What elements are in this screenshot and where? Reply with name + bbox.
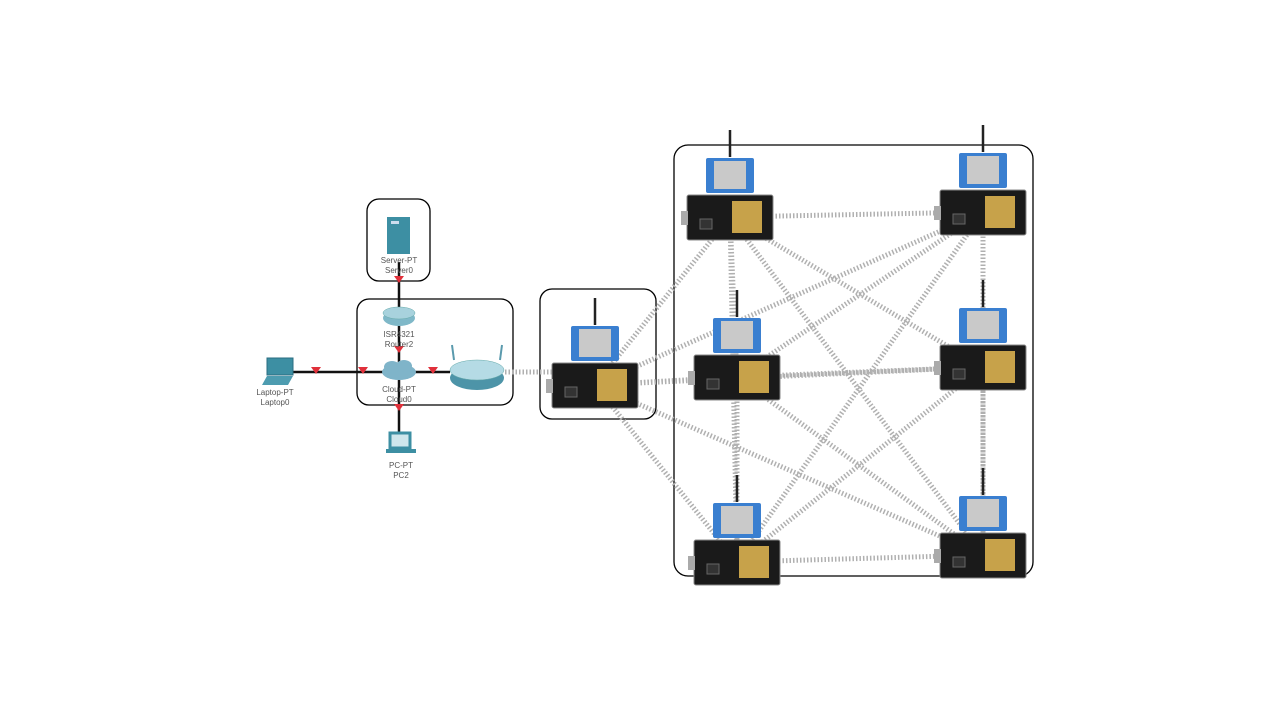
esp32-board-icon	[934, 344, 1027, 391]
wireless-link[interactable]	[593, 209, 985, 388]
lora-module-icon	[959, 153, 1007, 188]
mesh-mr-esp32-lora-node[interactable]	[934, 280, 1027, 391]
pc-model-label: PC-PT	[389, 461, 413, 470]
laptop-name-label: Laptop0	[260, 398, 290, 407]
esp32-board-icon	[688, 539, 781, 586]
wireless-router-icon[interactable]	[449, 344, 505, 390]
lora-module-icon	[571, 326, 619, 361]
link-marker	[394, 404, 404, 411]
wireless-link[interactable]	[728, 214, 985, 370]
gateway-esp32-lora-node[interactable]	[546, 298, 639, 409]
cloud-name-label: Cloud0	[386, 395, 412, 404]
wireless-link[interactable]	[736, 364, 984, 380]
wireless-link[interactable]	[594, 364, 984, 388]
gateway-group-box	[539, 288, 657, 420]
server-icon[interactable]	[387, 217, 410, 254]
link-marker	[428, 367, 438, 374]
esp32-board-icon	[934, 532, 1027, 579]
server-model-label: Server-PT	[380, 256, 418, 265]
cloud-icon[interactable]	[382, 360, 416, 380]
link-marker	[394, 346, 404, 353]
pc-icon[interactable]	[386, 431, 416, 453]
lora-module-icon	[959, 308, 1007, 343]
mesh-br-esp32-lora-node[interactable]	[934, 468, 1027, 579]
mesh-tr-esp32-lora-node[interactable]	[934, 125, 1027, 236]
link-marker	[394, 276, 404, 283]
mesh-ml-esp32-lora-node[interactable]	[688, 290, 781, 401]
core-group-box	[356, 298, 514, 406]
router-model-label: ISR4321	[383, 330, 415, 339]
link-markers	[311, 276, 438, 411]
esp32-board-icon	[546, 362, 639, 409]
wireless-link[interactable]	[727, 215, 986, 557]
laptop-model-label: Laptop-PT	[256, 388, 294, 397]
link-marker	[358, 367, 368, 374]
wireless-link[interactable]	[735, 209, 985, 380]
mesh-group-box	[673, 144, 1034, 577]
esp32-board-icon	[688, 354, 781, 401]
lora-module-icon	[713, 318, 761, 353]
lora-module-icon	[706, 158, 754, 193]
laptop-icon[interactable]	[262, 357, 294, 385]
wireless-link[interactable]	[593, 382, 985, 558]
esp32-board-icon	[681, 194, 774, 241]
mesh-tl-esp32-lora-node[interactable]	[681, 130, 774, 241]
mesh-bl-esp32-lora-node[interactable]	[688, 475, 781, 586]
router-name-label: Router2	[384, 340, 414, 349]
lora-module-icon	[713, 503, 761, 538]
pc-name-label: PC2	[393, 471, 409, 480]
wireless-link[interactable]	[734, 210, 986, 564]
wireless-link[interactable]	[736, 552, 984, 565]
lora-module-icon	[959, 496, 1007, 531]
router-icon[interactable]	[382, 306, 416, 326]
esp32-board-icon	[934, 189, 1027, 236]
link-marker	[311, 367, 321, 374]
server-name-label: Server0	[384, 266, 413, 275]
cloud-model-label: Cloud-PT	[382, 385, 416, 394]
